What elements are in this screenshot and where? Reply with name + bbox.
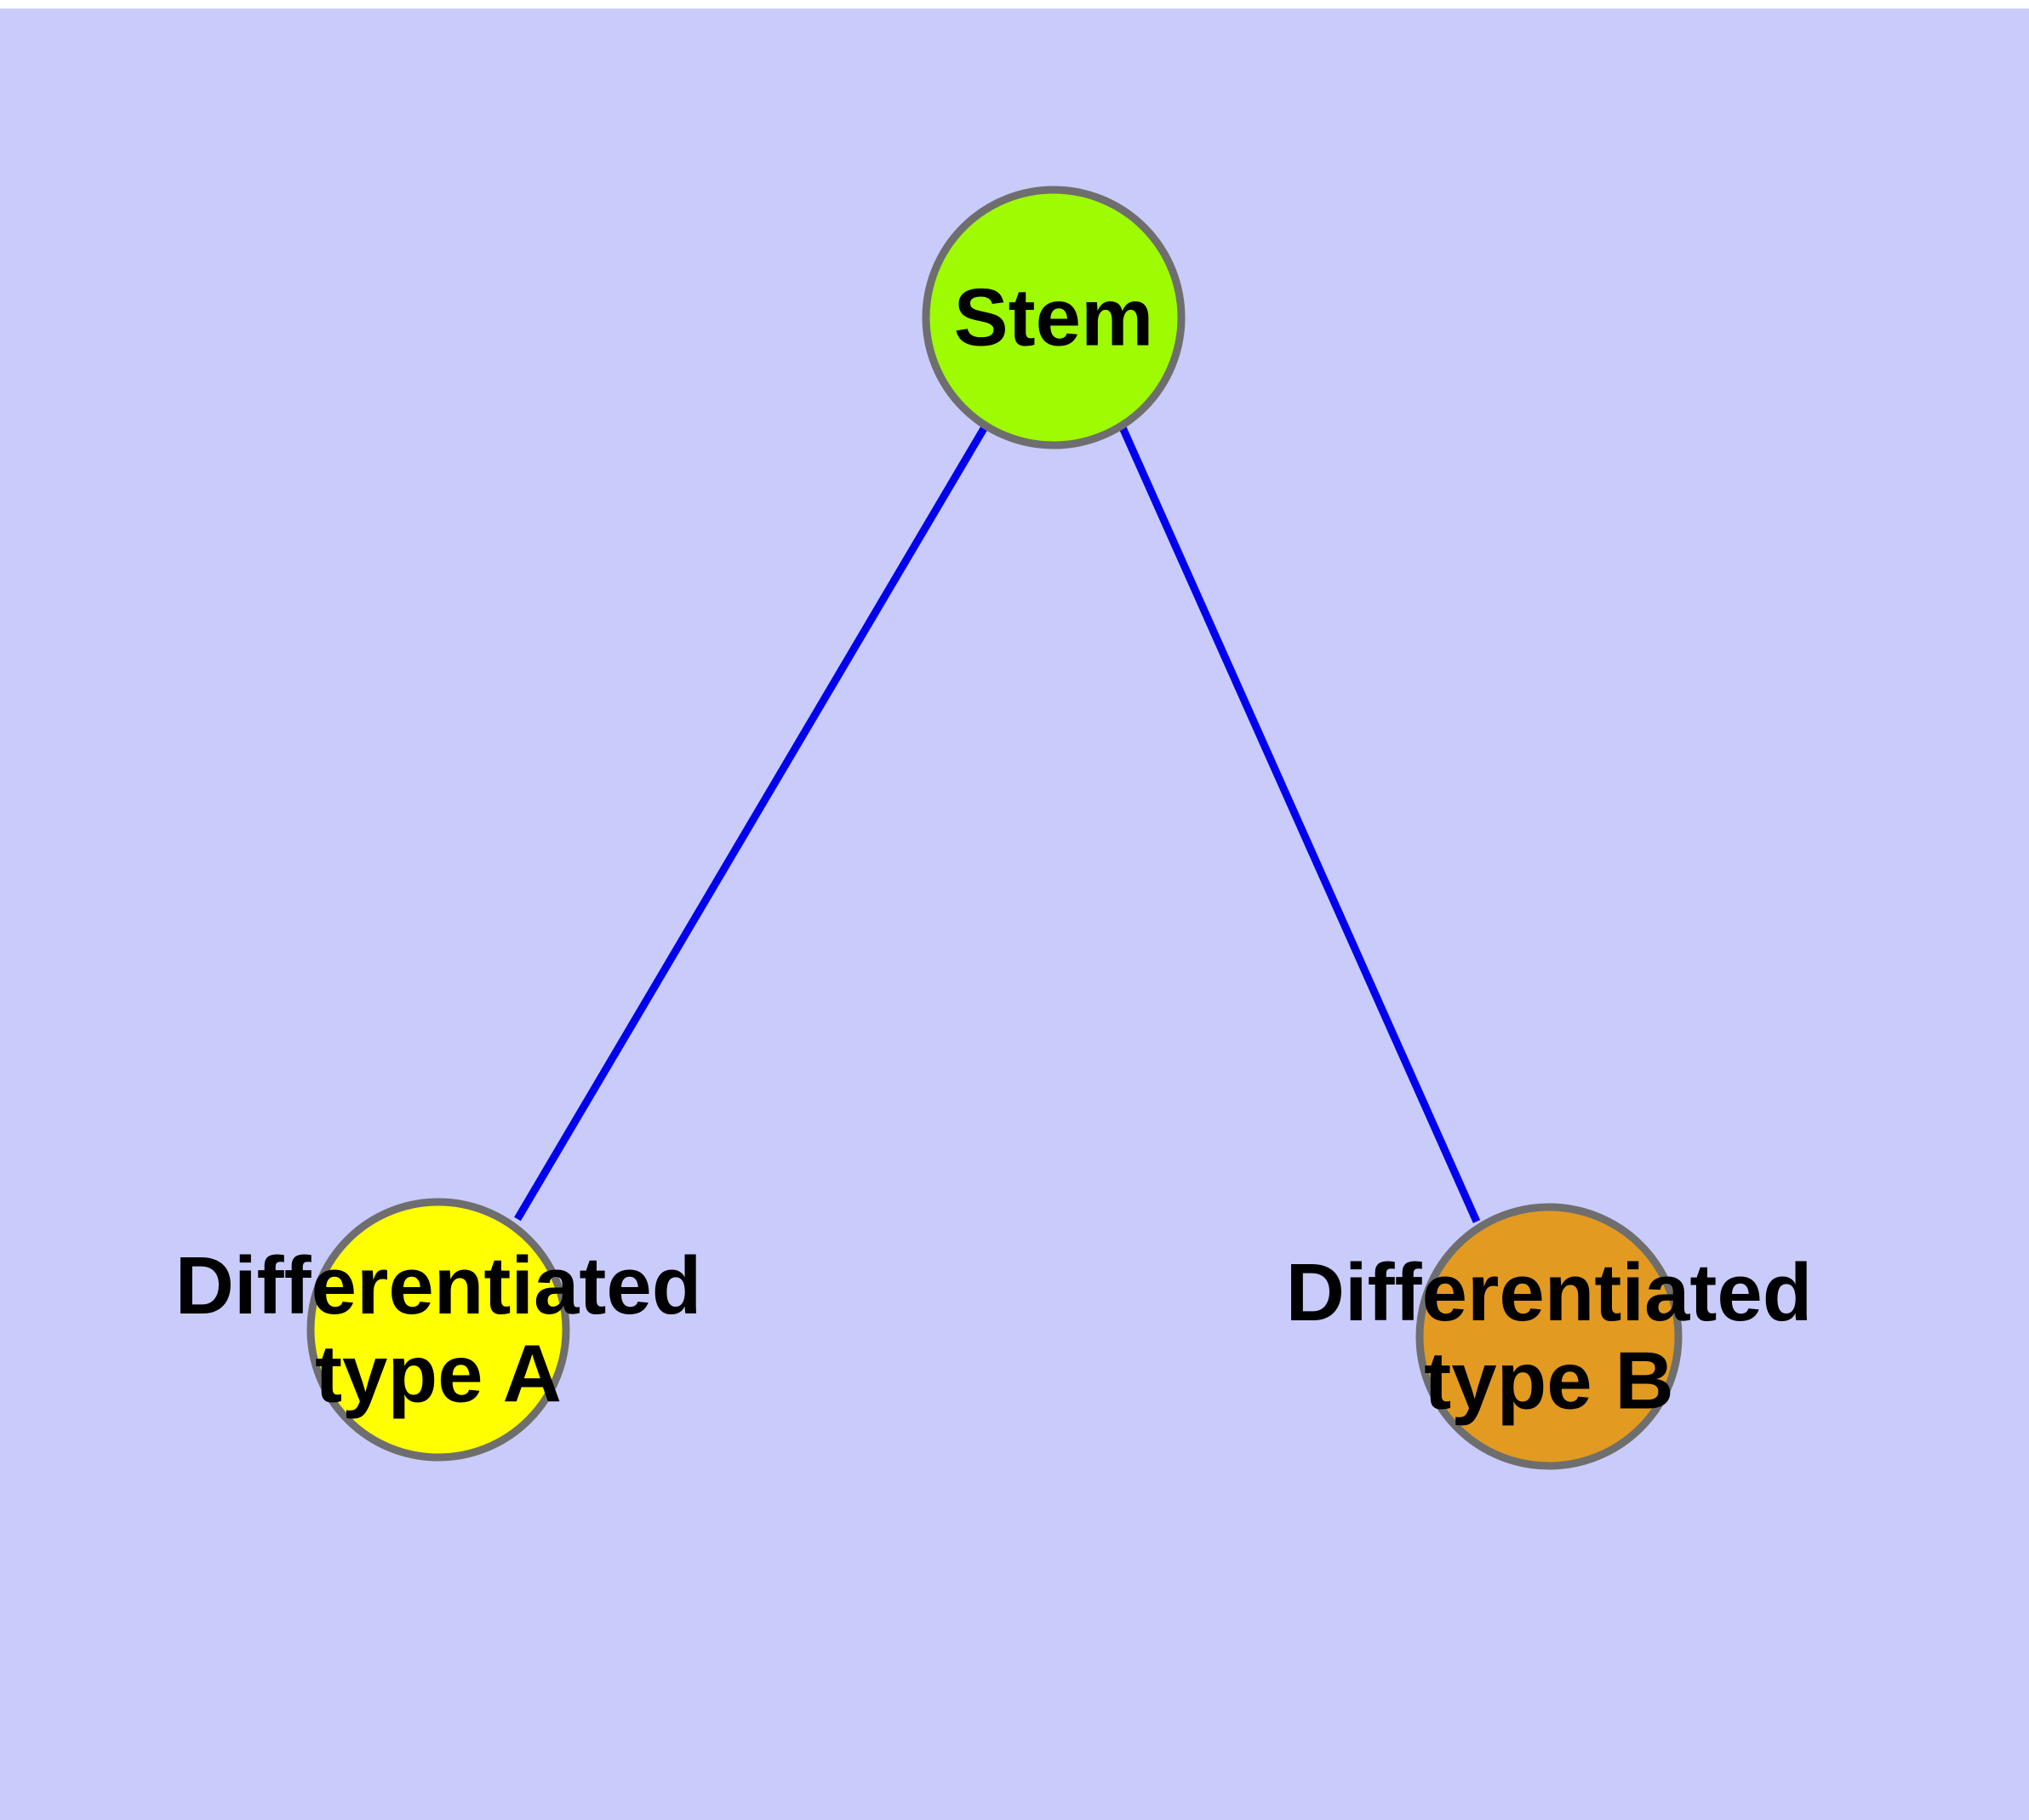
node-label-line: type A [315,1328,562,1419]
edge-stem-to-type-b[interactable] [1117,424,1481,1223]
node-type-b-circle[interactable] [1415,1203,1683,1470]
node-type-a-circle[interactable] [306,1198,570,1462]
node-layer [306,186,1683,1470]
edge-layer [514,423,1481,1223]
node-differentiated-type-b[interactable] [1415,1203,1683,1470]
node-stem-label: Stem [954,272,1154,363]
node-label-line: Differentiated [175,1240,702,1331]
node-stem[interactable] [922,186,1186,449]
node-label-line: Stem [954,272,1154,363]
node-differentiated-type-a[interactable] [306,1198,570,1462]
node-label-line: Differentiated [1286,1247,1813,1338]
node-stem-circle[interactable] [922,186,1186,449]
edge-stem-to-type-a[interactable] [514,423,989,1222]
node-label-line: type B [1424,1335,1673,1426]
